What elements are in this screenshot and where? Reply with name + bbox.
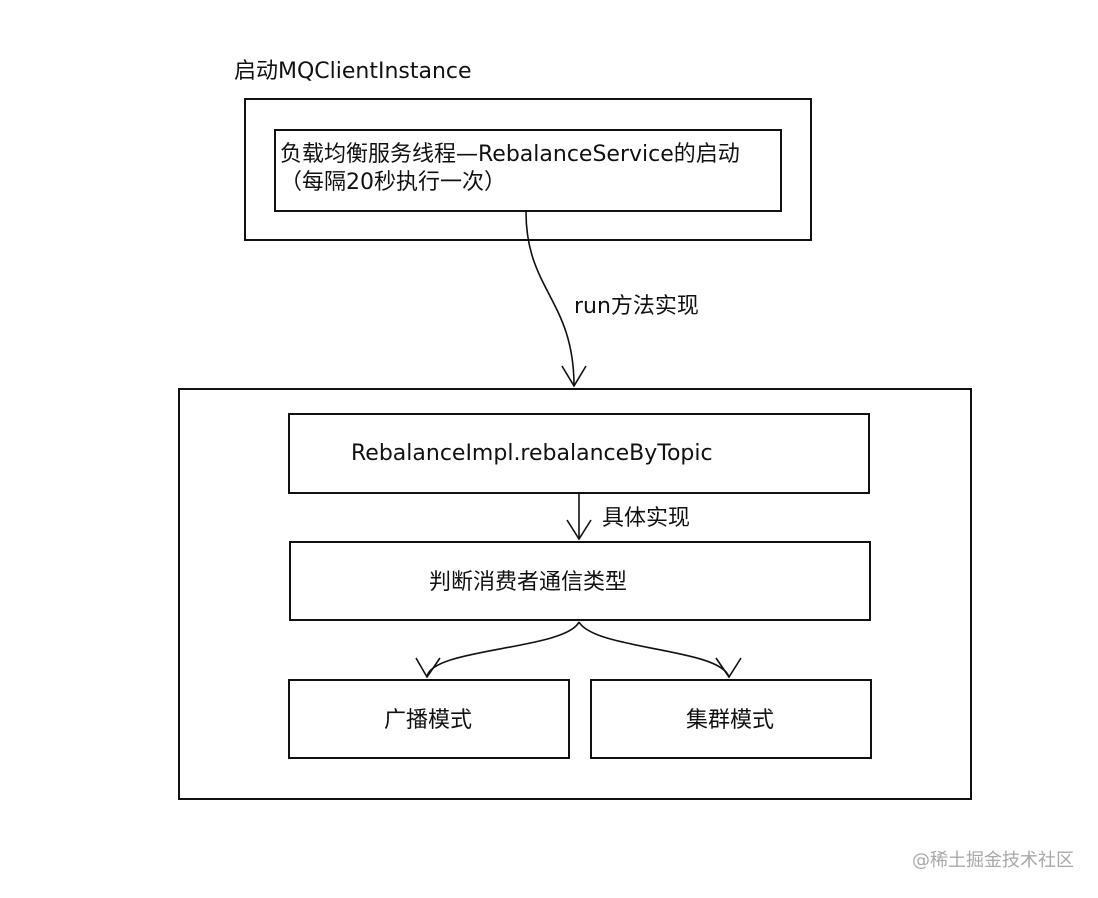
concrete-impl-edge-label: 具体实现 bbox=[602, 506, 691, 531]
run-method-arrowhead bbox=[561, 365, 587, 388]
broadcast-mode-label: 广播模式 bbox=[384, 708, 473, 733]
run-method-edge-label: run方法实现 bbox=[574, 294, 699, 319]
top-container-title: 启动MQClientInstance bbox=[234, 59, 472, 84]
cluster-mode-label: 集群模式 bbox=[686, 708, 775, 733]
rebalance-service-line2: （每隔20秒执行一次） bbox=[280, 170, 506, 195]
cluster-mode-box: 集群模式 bbox=[590, 679, 872, 759]
rebalance-impl-label: RebalanceImpl.rebalanceByTopic bbox=[351, 441, 713, 466]
broadcast-mode-box: 广播模式 bbox=[288, 679, 570, 759]
judge-consumer-type-label: 判断消费者通信类型 bbox=[429, 570, 628, 595]
judge-consumer-type-box: 判断消费者通信类型 bbox=[289, 541, 871, 621]
rebalance-service-line1: 负载均衡服务线程—RebalanceService的启动 bbox=[280, 142, 740, 167]
rebalance-impl-box: RebalanceImpl.rebalanceByTopic bbox=[288, 413, 870, 494]
rebalance-service-box: 负载均衡服务线程—RebalanceService的启动 （每隔20秒执行一次） bbox=[274, 129, 782, 212]
watermark: @稀土掘金技术社区 bbox=[912, 850, 1074, 871]
